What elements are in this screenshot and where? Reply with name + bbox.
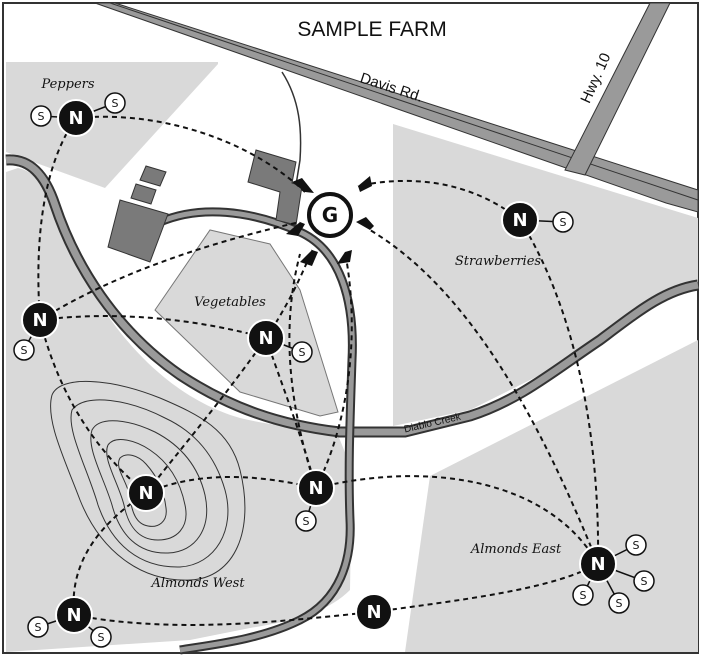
- area-label-vegetables: Vegetables: [194, 295, 266, 310]
- svg-text:S: S: [112, 97, 119, 110]
- sensor-almonds-east-2: S: [633, 570, 655, 592]
- field-strawberries: [393, 124, 698, 426]
- gateway-arrows: [286, 176, 374, 266]
- svg-text:G: G: [322, 203, 338, 227]
- sensor-peppers-2: S: [104, 92, 126, 114]
- field-almonds-west: [6, 168, 352, 652]
- svg-text:N: N: [258, 328, 273, 349]
- map-title: SAMPLE FARM: [297, 18, 446, 41]
- area-label-strawberries: Strawberries: [455, 254, 542, 269]
- sensor-peppers-1: S: [30, 105, 52, 127]
- node-south: N: [355, 593, 393, 631]
- gateway: G: [307, 192, 353, 238]
- svg-text:S: S: [21, 344, 28, 357]
- node-almonds-east: N: [579, 545, 617, 583]
- svg-text:N: N: [308, 478, 323, 499]
- sensor-southwest-1: S: [27, 616, 49, 638]
- svg-text:S: S: [303, 515, 310, 528]
- sensor-almonds-east-1: S: [625, 534, 647, 556]
- node-lane: N: [297, 469, 335, 507]
- building-shed-1: [139, 165, 167, 187]
- field-vegetables: [154, 229, 339, 417]
- sensor-almonds-east-4: S: [572, 584, 594, 606]
- svg-text:N: N: [512, 210, 527, 231]
- svg-text:N: N: [590, 554, 605, 575]
- node-almonds-west: N: [127, 474, 165, 512]
- sensor-west-path: S: [13, 339, 35, 361]
- area-label-almonds-west: Almonds West: [150, 576, 245, 591]
- farm-lane: [158, 207, 357, 655]
- svg-text:N: N: [68, 108, 83, 129]
- sensor-lane: S: [295, 510, 317, 532]
- svg-text:S: S: [560, 216, 567, 229]
- driveway: [281, 71, 302, 186]
- svg-text:S: S: [38, 110, 45, 123]
- buildings: [107, 149, 303, 263]
- svg-text:S: S: [580, 589, 587, 602]
- area-label-peppers: Peppers: [40, 77, 94, 92]
- road-hwy: [564, 2, 671, 176]
- sensor-vegetables: S: [291, 341, 313, 363]
- node-west-path: N: [21, 301, 59, 339]
- node-strawberries: N: [501, 201, 539, 239]
- nodes: N N N N N N N N N: [21, 99, 617, 634]
- svg-text:S: S: [35, 621, 42, 634]
- creek-diablo: [5, 154, 699, 438]
- building-main: [247, 149, 303, 226]
- building-shed-2: [130, 183, 157, 205]
- svg-text:N: N: [366, 602, 381, 623]
- svg-text:S: S: [641, 575, 648, 588]
- node-peppers: N: [57, 99, 95, 137]
- node-southwest: N: [55, 596, 93, 634]
- svg-text:S: S: [98, 631, 105, 644]
- area-label-almonds-east: Almonds East: [470, 542, 562, 557]
- building-barn: [107, 199, 169, 263]
- svg-text:S: S: [299, 346, 306, 359]
- svg-text:N: N: [138, 483, 153, 504]
- sensor-almonds-east-3: S: [608, 592, 630, 614]
- svg-text:N: N: [66, 605, 81, 626]
- svg-text:N: N: [32, 310, 47, 331]
- field-peppers: [6, 62, 218, 188]
- contour-lines: [50, 381, 246, 581]
- svg-text:S: S: [633, 539, 640, 552]
- sensor-southwest-2: S: [90, 626, 112, 648]
- svg-text:S: S: [616, 597, 623, 610]
- node-vegetables: N: [247, 319, 285, 357]
- sensor-strawberries: S: [552, 211, 574, 233]
